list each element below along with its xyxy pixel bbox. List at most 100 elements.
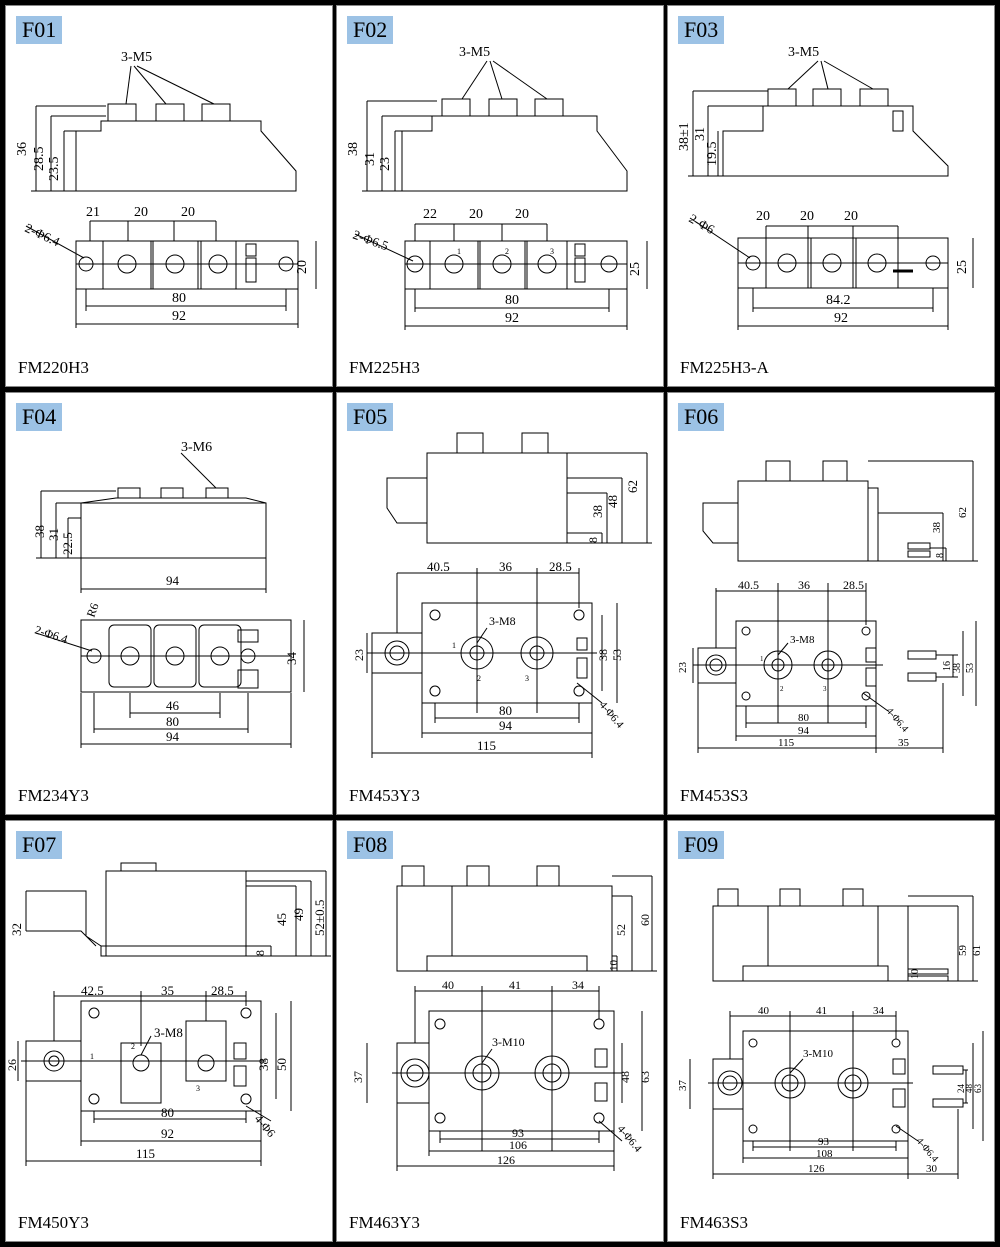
radius-label: R6 <box>84 601 102 619</box>
spacing-2: 20 <box>134 205 148 220</box>
spacing-2: 36 <box>499 559 513 574</box>
height-1: 36 <box>15 142 30 156</box>
terminal-3: 3 <box>196 1084 200 1093</box>
height-2: 60 <box>638 914 652 926</box>
model-name: FM220H3 <box>18 358 89 377</box>
spacing-1: 42.5 <box>81 983 104 998</box>
height-5: 8 <box>253 950 267 956</box>
spacing-1: 40 <box>442 978 454 992</box>
dim-1: 80 <box>161 1105 174 1120</box>
terminal-1: 1 <box>90 1052 94 1061</box>
inner-length: 84.2 <box>826 293 851 308</box>
hole-label: 2-Φ6.4 <box>23 220 63 249</box>
height-3: 10 <box>608 960 620 972</box>
model-name: FM450Y3 <box>18 1213 89 1232</box>
dim-3: 115 <box>136 1146 155 1161</box>
panel-tag: F02 <box>347 16 394 44</box>
dim-4: 30 <box>926 1163 938 1175</box>
dim-1: 80 <box>798 712 810 724</box>
dim-4: 35 <box>898 737 910 749</box>
panel-f06: 62 38 8 40.5 36 28.5 3-M8 23 16 38 53 4-… <box>667 392 995 815</box>
height-1: 38±1 <box>677 122 692 151</box>
spacing-1: 22 <box>423 207 437 222</box>
left-height: 37 <box>677 1080 689 1092</box>
spacing-2: 41 <box>509 978 521 992</box>
spacing-2: 41 <box>816 1005 827 1017</box>
spacing-1: 40.5 <box>738 578 759 592</box>
height-2: 31 <box>363 152 378 166</box>
height-2: 48 <box>605 495 620 508</box>
plan-height-1: 24 <box>956 1084 966 1094</box>
panel-tag: F03 <box>678 16 725 44</box>
width-label: 34 <box>284 652 299 666</box>
height-3: 38 <box>590 505 605 518</box>
inner-length: 80 <box>172 291 186 306</box>
left-height: 23 <box>352 649 366 661</box>
height-3: 49 <box>291 908 306 921</box>
outer-length: 92 <box>505 311 519 326</box>
dim-1: 80 <box>499 703 512 718</box>
model-name: FM225H3-A <box>680 358 769 377</box>
height-3: 19.5 <box>705 142 720 167</box>
model-name: FM234Y3 <box>18 786 89 805</box>
screw-label: 3-M5 <box>121 50 152 65</box>
width-label: 25 <box>955 260 970 274</box>
panel-f01-drawing: 3-M5 36 28.5 23.5 21 20 20 2-Φ6.4 20 80 … <box>15 50 317 328</box>
panel-f06-drawing: 62 38 8 40.5 36 28.5 3-M8 23 16 38 53 4-… <box>677 460 978 753</box>
screw-label: 3-M10 <box>492 1035 525 1049</box>
width-label: 20 <box>295 260 310 274</box>
height-2: 38 <box>931 522 943 534</box>
height-2: 31 <box>46 528 61 541</box>
dim-1: 46 <box>166 698 180 713</box>
spacing-3: 20 <box>515 207 529 222</box>
terminal-3: 3 <box>823 685 827 693</box>
panel-f05: 62 48 38 8 40.5 36 28.5 3-M8 23 38 53 4-… <box>336 392 664 815</box>
spacing-3: 28.5 <box>211 983 234 998</box>
spacing-1: 20 <box>756 209 770 224</box>
spacing-2: 20 <box>800 209 814 224</box>
height-1: 38 <box>32 525 47 538</box>
height-3: 23 <box>378 157 393 171</box>
panel-f04: 3-M6 38 31 22.5 94 R6 2-Φ6.4 34 46 80 94… <box>5 392 333 815</box>
spacing-1: 21 <box>86 205 100 220</box>
left-height: 23 <box>677 662 689 674</box>
terminal-1: 1 <box>457 247 461 256</box>
dim-2: 94 <box>798 725 810 737</box>
spacing-1: 40 <box>758 1005 770 1017</box>
terminal-2: 2 <box>780 685 784 693</box>
dim-3: 115 <box>778 737 795 749</box>
panel-f02: 3-M5 38 31 23 22 20 20 2-Φ6.5 1 2 3 25 8… <box>336 5 664 387</box>
hole-label: 2-Φ6.5 <box>351 227 391 254</box>
plan-height-1: 38 <box>596 649 610 661</box>
hole-label: 4-Φ6.4 <box>884 706 911 735</box>
panel-f01: 3-M5 36 28.5 23.5 21 20 20 2-Φ6.4 20 80 … <box>5 5 333 387</box>
spacing-3: 20 <box>181 205 195 220</box>
plan-height-2: 38 <box>952 663 963 673</box>
spacing-1: 40.5 <box>427 559 450 574</box>
width-label: 25 <box>628 262 643 276</box>
model-name: FM453S3 <box>680 786 749 805</box>
plan-height-2: 63 <box>638 1071 652 1083</box>
height-2: 31 <box>693 127 708 141</box>
panel-f08: 52 60 10 40 41 34 3-M10 37 48 63 4-Φ6.4 … <box>336 820 664 1242</box>
hole-label: 4-Φ6.4 <box>914 1136 941 1165</box>
panel-f02-drawing: 3-M5 38 31 23 22 20 20 2-Φ6.5 1 2 3 25 8… <box>346 45 648 330</box>
height-1: 62 <box>625 480 640 493</box>
plan-height-1: 38 <box>256 1058 271 1071</box>
terminal-2: 2 <box>505 247 509 256</box>
height-1: 59 <box>957 945 969 957</box>
screw-label: 3-M8 <box>154 1025 183 1040</box>
plan-height-3: 63 <box>973 1084 983 1094</box>
panel-f03: 3-M5 38±1 31 19.5 20 20 20 2-Φ6 25 84.2 … <box>667 5 995 387</box>
plan-height-2: 53 <box>610 649 624 661</box>
height-4: 8 <box>586 537 600 543</box>
dim-3: 94 <box>166 729 180 744</box>
plan-height-1: 48 <box>618 1071 632 1083</box>
outer-length: 92 <box>172 309 186 324</box>
spacing-3: 20 <box>844 209 858 224</box>
dim-2: 80 <box>166 714 179 729</box>
plan-height-2: 50 <box>274 1058 289 1071</box>
spacing-2: 20 <box>469 207 483 222</box>
height-1: 52 <box>614 924 628 936</box>
